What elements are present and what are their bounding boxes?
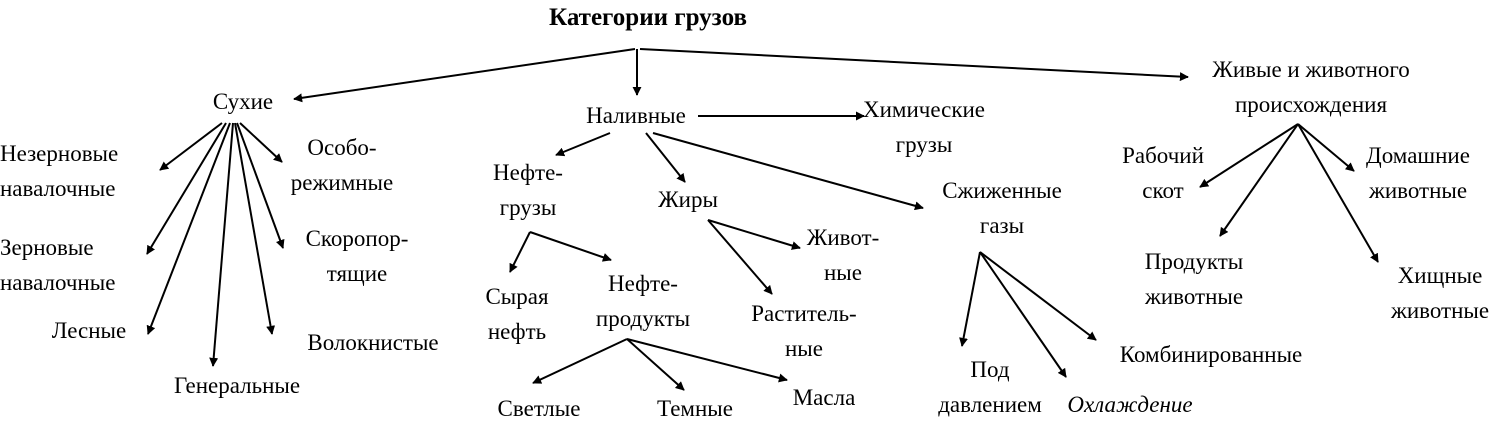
edge-dry-to-general (209, 122, 234, 367)
edge-oil-cargo-to-crude-oil (509, 231, 531, 273)
edge-dry-to-timber (146, 122, 231, 335)
edge-oil-products-to-oils (626, 338, 788, 383)
node-liquid: Наливные (586, 103, 686, 128)
edge-live-to-predators (1297, 123, 1379, 263)
node-timber: Лесные (51, 318, 127, 343)
edge-dry-to-special-mode (239, 122, 283, 163)
edge-liquid-to-oil-cargo (555, 132, 611, 157)
edge-dry-to-fibrous (234, 122, 276, 335)
edge-liquid-to-liquefied-gases (652, 132, 924, 211)
node-light: Светлые (497, 396, 581, 421)
node-dark: Темные (657, 396, 733, 421)
node-combined: Комбинированные (1119, 342, 1303, 367)
edge-oil-products-to-light (532, 338, 628, 384)
edge-dry-to-perishable (236, 122, 285, 249)
node-special-mode: Особо-режимные (290, 135, 394, 195)
edge-liquid-to-fats (645, 132, 686, 183)
edge-oil-cargo-to-oil-products (529, 231, 612, 262)
edge-live-to-domestic-animals (1297, 123, 1355, 172)
edge-live-to-working-cattle (1199, 123, 1299, 188)
node-oils: Масла (792, 385, 856, 410)
node-oil-products: Нефте-продукты (595, 271, 691, 331)
edge-liquefied-gases-to-combined (979, 251, 1097, 341)
node-animal-fats: Живот-ные (806, 225, 880, 285)
node-dry: Сухие (212, 89, 274, 114)
node-fibrous: Волокнистые (307, 330, 439, 355)
edge-liquefied-gases-to-under-pressure (959, 251, 981, 347)
node-oil-cargo: Нефте-грузы (493, 160, 563, 220)
edge-oil-products-to-dark (626, 338, 685, 391)
diagram-title: Категории грузов (549, 4, 747, 31)
edge-dry-to-non-grain-bulk (159, 122, 223, 171)
node-perishable: Скоропор-тящие (305, 226, 409, 286)
node-fats: Жиры (658, 187, 718, 212)
node-vegetable-fats: Раститель-ные (751, 301, 857, 361)
edge-live-to-animal-products (1219, 123, 1299, 237)
edge-fats-to-animal-fats (707, 219, 801, 250)
edge-title-to-dry (293, 48, 636, 103)
edge-liquefied-gases-to-cooling (979, 251, 1067, 378)
node-general: Генеральные (173, 373, 301, 398)
node-cooling: Охлаждение (1067, 392, 1193, 417)
edge-title-to-live (639, 48, 1189, 82)
edge-dry-to-grain-bulk (146, 122, 227, 255)
edge-fats-to-vegetable-fats (707, 219, 773, 295)
